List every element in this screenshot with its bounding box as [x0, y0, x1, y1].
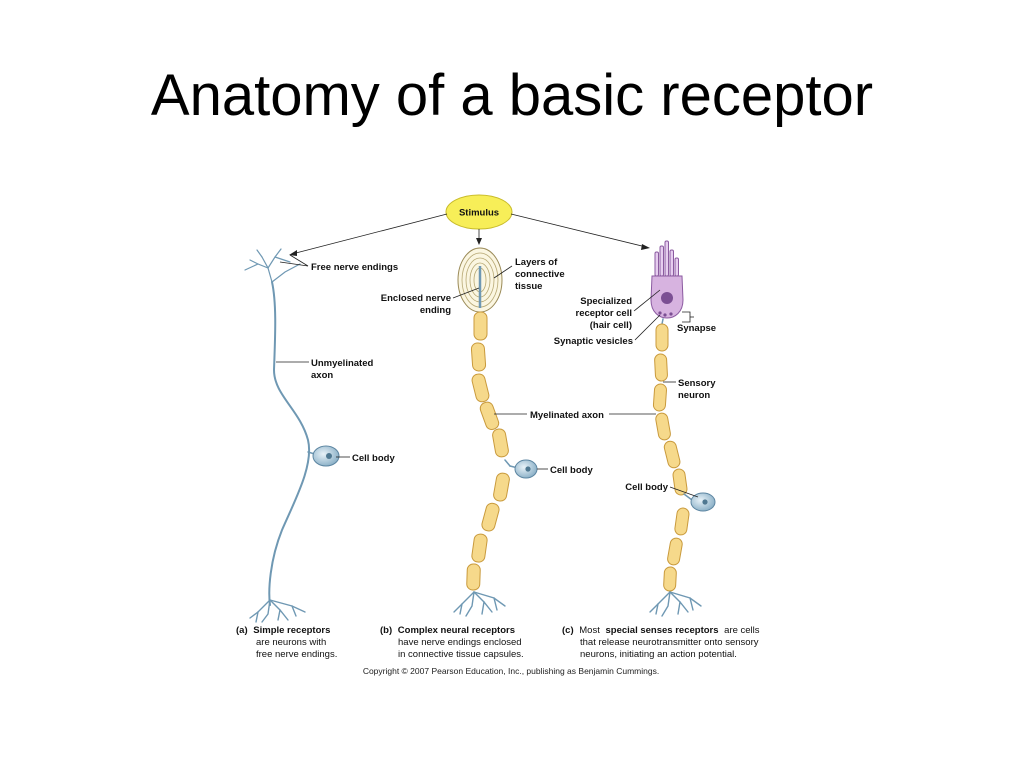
caption-c: (c) Most special senses receptors are ce… — [562, 625, 760, 660]
label-enclosed-2: ending — [420, 305, 451, 316]
label-layers-1: Layers of — [515, 257, 558, 268]
label-sensory-neuron-2: neuron — [678, 390, 710, 401]
caption-c-letter: (c) — [562, 625, 574, 636]
label-layers-3: tissue — [515, 281, 542, 292]
cell-body-b — [509, 459, 538, 479]
caption-b-letter: (b) — [380, 625, 392, 636]
roots-a — [249, 599, 306, 623]
label-sensory-neuron-1: Sensory — [678, 378, 716, 389]
copyright-notice: Copyright © 2007 Pearson Education, Inc.… — [363, 666, 659, 676]
svg-text:(a) Simple receptors: (a) Simple receptors — [236, 625, 330, 636]
stimulus-label: Stimulus — [459, 208, 499, 219]
label-specialized-3: (hair cell) — [590, 320, 632, 331]
labels-c: Specialized receptor cell (hair cell) Sy… — [554, 289, 716, 498]
caption-c-line1: that release neurotransmitter onto senso… — [580, 637, 759, 648]
caption-b-bold: Complex neural receptors — [398, 625, 515, 636]
simple-receptor-neuron — [244, 248, 340, 623]
label-synaptic-vesicles: Synaptic vesicles — [554, 336, 633, 347]
myelin-segments-c — [652, 318, 693, 592]
lamellated-capsule — [457, 247, 503, 313]
label-cell-body-b: Cell body — [550, 465, 593, 476]
special-senses-receptor — [649, 240, 716, 617]
labels-b: Layers of connective tissue Enclosed ner… — [381, 257, 656, 476]
caption-c-line2: neurons, initiating an action potential. — [580, 649, 737, 660]
caption-c-pre: Most — [579, 625, 600, 636]
stimulus-arrows — [289, 213, 650, 256]
cell-body-c — [690, 492, 716, 512]
caption-a-line1: are neurons with — [256, 637, 326, 648]
label-enclosed-1: Enclosed nerve — [381, 293, 451, 304]
roots-c — [649, 591, 702, 617]
caption-a: (a) Simple receptors are neurons with fr… — [236, 625, 337, 660]
hair-cell — [650, 240, 684, 319]
cell-body-a — [312, 445, 340, 467]
caption-b: (b) Complex neural receptors have nerve … — [380, 625, 524, 660]
label-specialized-2: receptor cell — [576, 308, 633, 319]
label-unmyelinated-axon-2: axon — [311, 370, 333, 381]
label-myelinated-axon: Myelinated axon — [530, 410, 604, 421]
labels-a: Free nerve endings Unmyelinated axon Cel… — [276, 254, 398, 464]
caption-a-bold: Simple receptors — [253, 625, 330, 636]
caption-c-post: are cells — [724, 625, 760, 636]
label-synapse: Synapse — [677, 323, 716, 334]
label-free-nerve-endings: Free nerve endings — [311, 262, 398, 273]
caption-a-line2: free nerve endings. — [256, 649, 337, 660]
caption-b-line2: in connective tissue capsules. — [398, 649, 524, 660]
label-specialized-1: Specialized — [580, 296, 632, 307]
label-unmyelinated-axon-1: Unmyelinated — [311, 358, 373, 369]
caption-a-letter: (a) — [236, 625, 248, 636]
complex-receptor-neuron — [453, 247, 538, 617]
svg-text:(c) Most special s: (c) Most special senses receptors are ce… — [562, 625, 760, 636]
caption-c-bold: special senses receptors — [606, 625, 719, 636]
roots-b — [453, 591, 506, 617]
label-cell-body-a: Cell body — [352, 453, 395, 464]
svg-text:(b) Complex neural recep: (b) Complex neural receptors — [380, 625, 515, 636]
label-layers-2: connective — [515, 269, 565, 280]
label-cell-body-c: Cell body — [625, 482, 668, 493]
caption-b-line1: have nerve endings enclosed — [398, 637, 522, 648]
free-nerve-endings-branches — [244, 248, 301, 283]
stimulus-node: Stimulus — [445, 194, 513, 230]
myelin-segments-b — [466, 311, 511, 591]
slide-title: Anatomy of a basic receptor — [150, 63, 874, 128]
